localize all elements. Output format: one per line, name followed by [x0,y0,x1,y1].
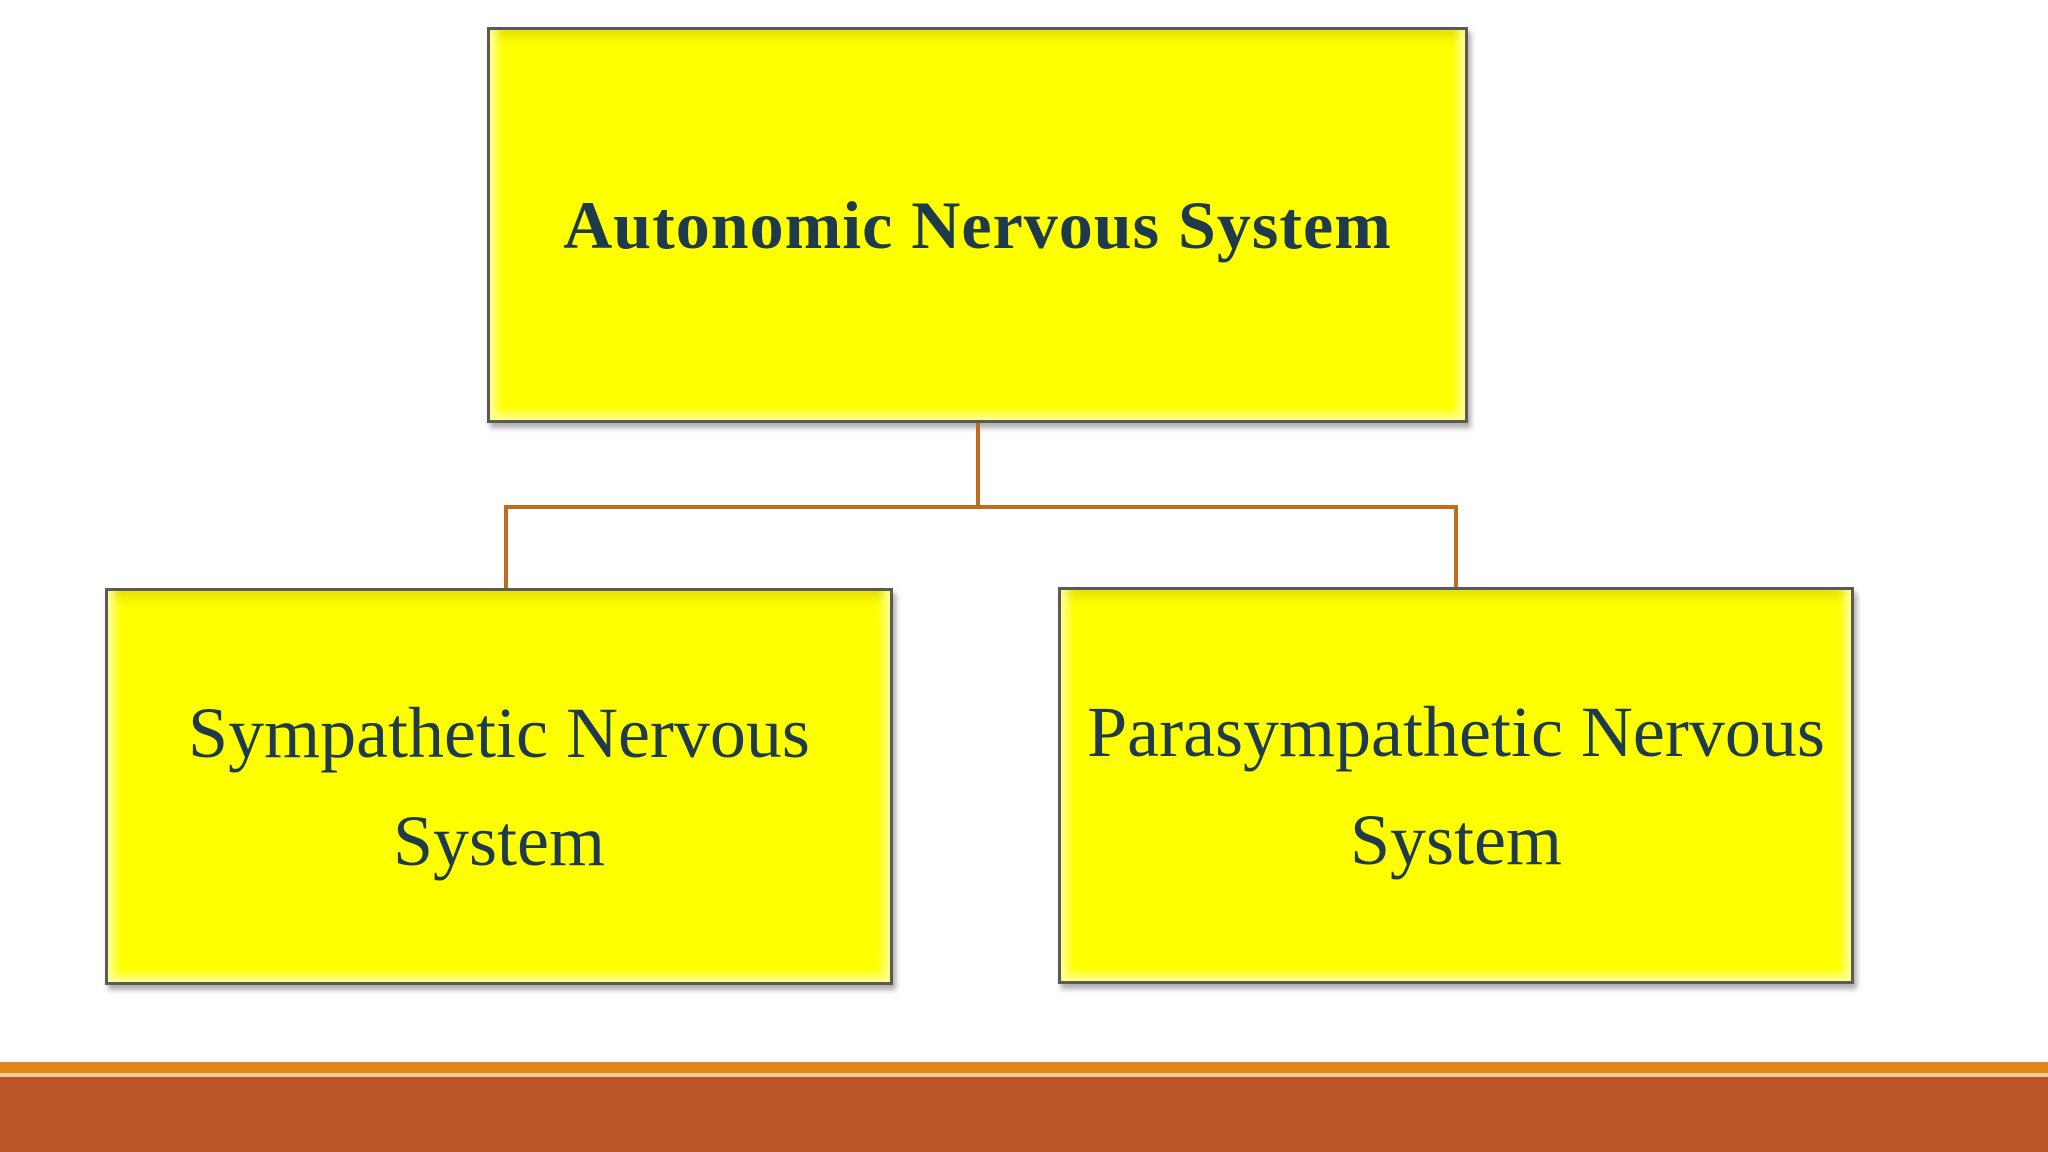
diagram-node-sympathetic: Sympathetic Nervous System [105,588,893,985]
connector-left-drop-line [504,505,508,588]
diagram-node-autonomic-label: Autonomic Nervous System [563,186,1392,263]
connector-stem-line [976,423,980,509]
connector-right-drop-line [1454,505,1458,588]
connector-crossbar-line [504,505,1458,509]
footer-accent-orange-bar [0,1062,2048,1073]
footer-accent-rust-bar [0,1077,2048,1152]
diagram-node-autonomic: Autonomic Nervous System [487,27,1468,423]
diagram-node-sympathetic-label: Sympathetic Nervous System [188,692,810,881]
diagram-node-parasympathetic-label: Parasympathetic Nervous System [1087,691,1825,880]
diagram-node-parasympathetic: Parasympathetic Nervous System [1058,587,1854,984]
footer-accent-separator-bar [0,1073,2048,1077]
